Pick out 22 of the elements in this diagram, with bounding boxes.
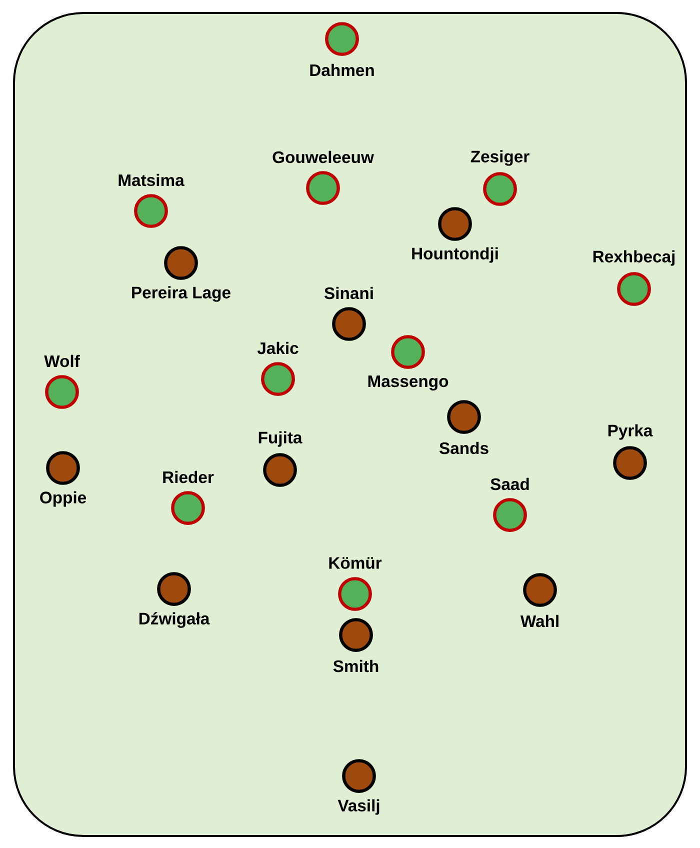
- player-name: Sinani: [324, 286, 373, 300]
- player-name: Wahl: [520, 614, 558, 628]
- player-name: Dahmen: [310, 64, 374, 76]
- player-name: Kömür: [329, 557, 382, 569]
- player-name: Hountondji: [412, 247, 498, 263]
- player-name: Saad: [490, 478, 529, 490]
- player-name: Matsima: [118, 174, 184, 186]
- player-name: Dźwigała: [139, 612, 210, 628]
- player-name: Pereira Lage: [132, 286, 230, 302]
- player-name: Zesiger: [470, 150, 530, 166]
- player-name: Wolf: [44, 354, 80, 368]
- player-name: Rexhbecaj: [593, 250, 674, 266]
- player-name: Pyrka: [608, 424, 653, 440]
- player-name: Rieder: [163, 470, 214, 484]
- player-name: Gouweleeuw: [272, 150, 374, 164]
- player-name: Sands: [439, 442, 488, 454]
- player-name: Vasilj: [338, 799, 380, 815]
- player-name: Massengo: [368, 376, 448, 390]
- player-name: Oppie: [40, 491, 86, 507]
- player-name: Smith: [333, 660, 378, 672]
- player-name: Jakic: [257, 342, 298, 354]
- player-name: Fujita: [258, 431, 302, 447]
